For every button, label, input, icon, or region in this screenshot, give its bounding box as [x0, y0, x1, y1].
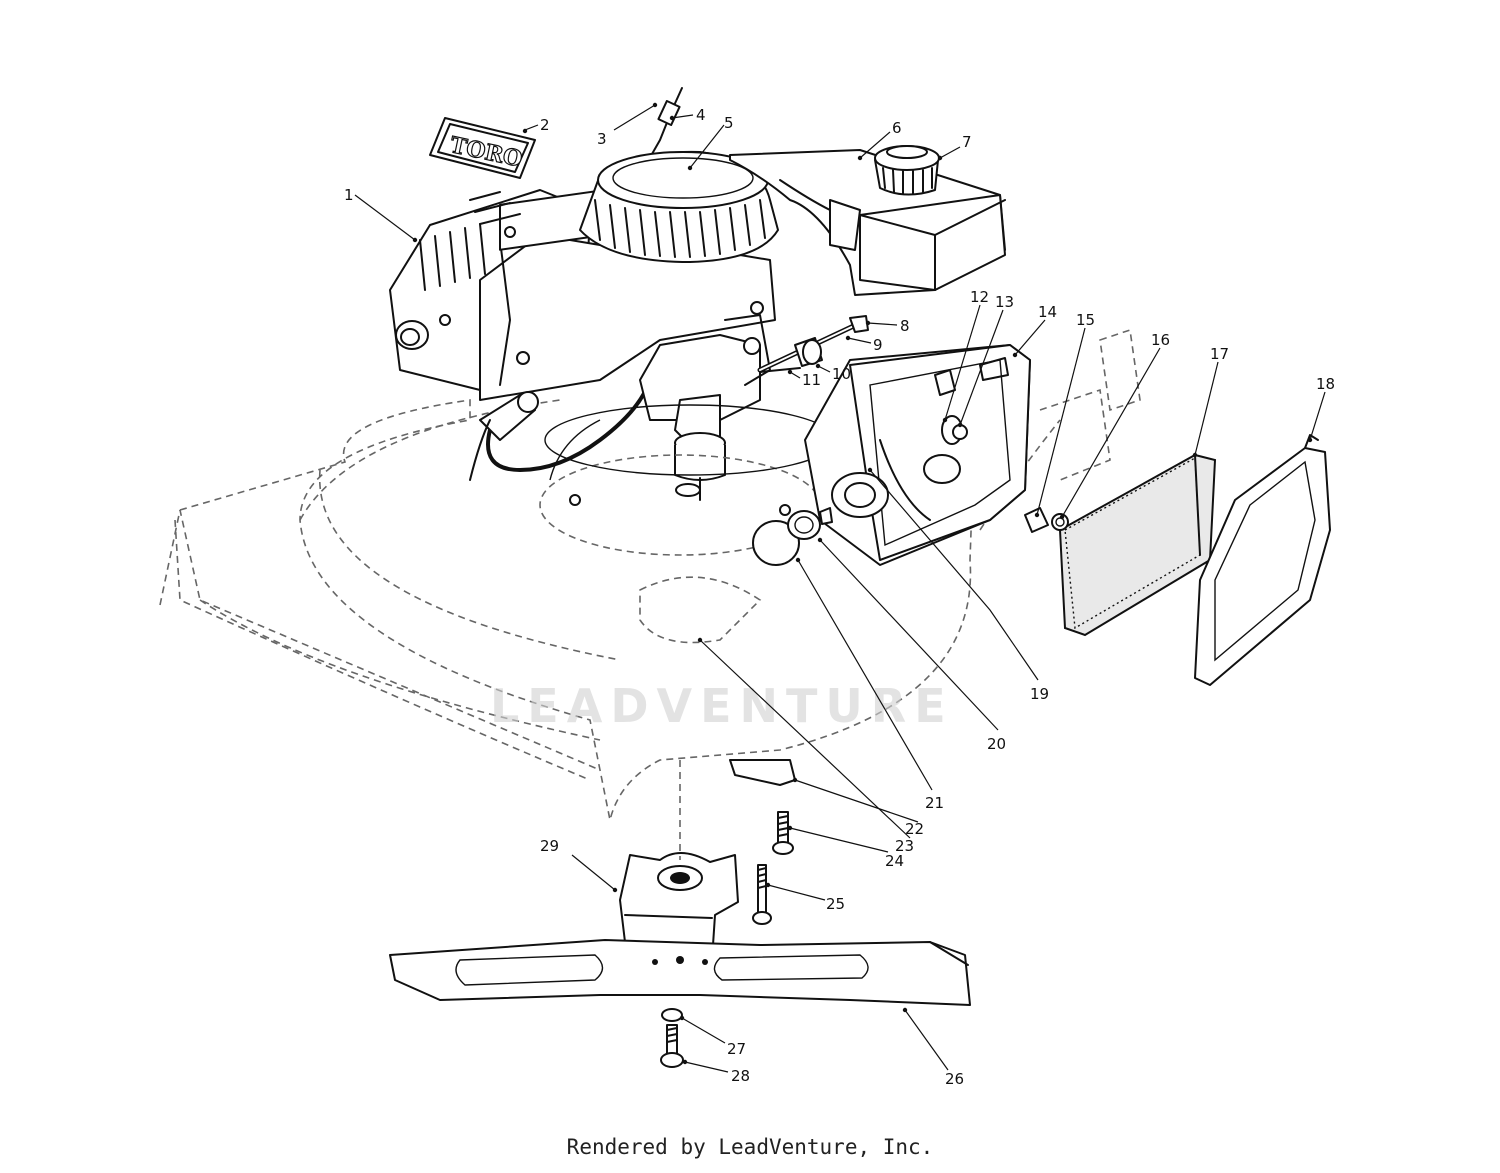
callout-3: 3 [597, 130, 607, 148]
callout-8: 8 [900, 317, 910, 335]
callouts: 1 2 3 4 5 6 7 8 9 10 11 12 13 14 15 16 1… [344, 106, 1335, 1088]
callout-13: 13 [995, 293, 1014, 311]
callout-22: 22 [905, 820, 924, 838]
callout-20: 20 [987, 735, 1006, 753]
footer-credit: Rendered by LeadVenture, Inc. [566, 1135, 934, 1159]
callout-12: 12 [970, 288, 989, 306]
breather-parts [752, 507, 833, 566]
shroud-vents [419, 191, 521, 291]
callout-28: 28 [731, 1067, 750, 1085]
callout-11: 11 [802, 371, 821, 389]
watermark-text: LEADVENTURE [490, 679, 954, 733]
mower-blade [389, 939, 971, 1006]
bolts-and-hardware [660, 759, 796, 1068]
callout-18: 18 [1316, 375, 1335, 393]
callout-16: 16 [1151, 331, 1170, 349]
callout-4: 4 [696, 106, 706, 124]
callout-26: 26 [945, 1070, 964, 1088]
leader-lines [354, 102, 1326, 1073]
callout-27: 27 [727, 1040, 746, 1058]
callout-14: 14 [1038, 303, 1057, 321]
callout-17: 17 [1210, 345, 1229, 363]
recoil-starter [579, 150, 779, 263]
blade-adapter [619, 852, 739, 946]
callout-15: 15 [1076, 311, 1095, 329]
air-filter-cover [1194, 434, 1331, 686]
air-cleaner-body [804, 344, 1031, 566]
callout-19: 19 [1030, 685, 1049, 703]
callout-24: 24 [885, 852, 904, 870]
callout-29: 29 [540, 837, 559, 855]
toro-logo-decal: TORO [429, 117, 536, 179]
spacer-and-nut [1024, 507, 1069, 533]
callout-5: 5 [724, 114, 734, 132]
callout-2: 2 [540, 116, 550, 134]
callout-9: 9 [873, 336, 883, 354]
callout-23: 23 [895, 837, 914, 855]
callout-10: 10 [832, 365, 851, 383]
callout-7: 7 [962, 133, 972, 151]
callout-21: 21 [925, 794, 944, 812]
callout-6: 6 [892, 119, 902, 137]
callout-1: 1 [344, 186, 354, 204]
air-filter-element [1058, 453, 1217, 637]
carburetor [639, 301, 771, 501]
fuel-cap [874, 145, 940, 196]
callout-25: 25 [826, 895, 845, 913]
spark-plug-boot [469, 378, 652, 481]
linkage-rod [757, 315, 869, 373]
